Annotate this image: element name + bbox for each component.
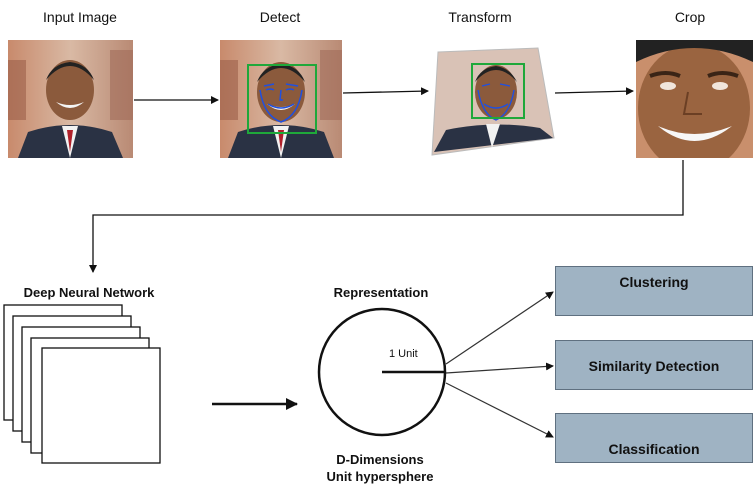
- similarity-detection-box: Similarity Detection: [555, 340, 753, 390]
- transform-detection-box: [471, 63, 525, 119]
- network-layer: [41, 347, 161, 464]
- detect-label: Detect: [259, 9, 301, 25]
- arrow-detect-to-transform: [342, 87, 429, 96]
- classification-box: Classification: [555, 413, 753, 463]
- input-image-label: Input Image: [43, 9, 117, 25]
- detect-face-photo: [220, 40, 342, 158]
- detection-box: [247, 64, 317, 134]
- representation-title: Representation: [333, 285, 429, 300]
- arrow-crop-to-network: [89, 160, 684, 273]
- crop-label: Crop: [674, 9, 706, 25]
- cropped-face-photo: [636, 40, 753, 158]
- hypersphere-caption-line2: Unit hypersphere: [326, 469, 434, 484]
- transform-label: Transform: [448, 9, 512, 25]
- arrow-to-similarity: [445, 362, 554, 374]
- unit-label: 1 Unit: [389, 348, 418, 360]
- landmark-points: [259, 83, 303, 123]
- arrow-to-clustering: [445, 291, 554, 365]
- clustering-box: Clustering: [555, 266, 753, 316]
- deep-neural-network-label: Deep Neural Network: [23, 285, 155, 300]
- hypersphere-caption-line1: D-Dimensions: [336, 452, 424, 467]
- arrow-to-classification: [445, 382, 554, 438]
- network-layer-stack: [3, 304, 161, 464]
- transform-face-photo: [430, 40, 555, 158]
- input-face-photo: [8, 40, 133, 158]
- arrow-transform-to-crop: [554, 87, 634, 96]
